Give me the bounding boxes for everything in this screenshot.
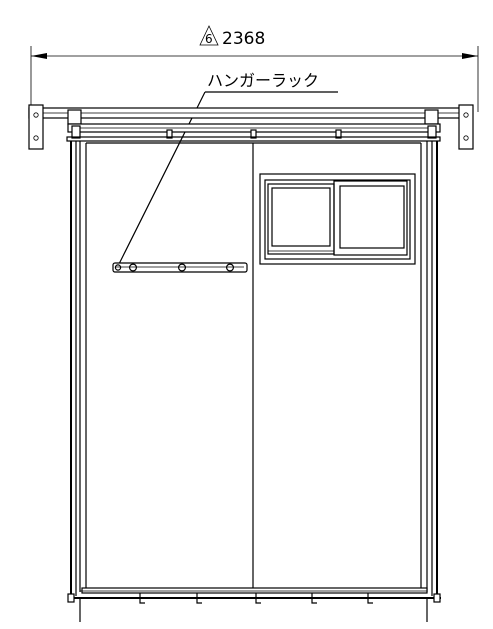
window-outer-frame (259, 173, 416, 265)
window (259, 173, 416, 265)
bolt-icon (463, 135, 469, 141)
anchor-hook (139, 593, 145, 604)
bracket-right (458, 104, 474, 150)
anchor-hook (311, 593, 317, 604)
bolt-icon (463, 112, 469, 118)
anchor-hook (367, 593, 373, 604)
door-frame (66, 136, 441, 596)
revision-triangle-icon (199, 25, 219, 46)
bottom-rail (81, 587, 428, 594)
screw-icon (178, 263, 187, 272)
header-beam (28, 104, 474, 150)
rail-clip (166, 129, 173, 139)
bottom-sill (67, 587, 441, 622)
overall-dimension: 6 2368 (30, 25, 479, 112)
screw-icon (226, 263, 235, 272)
bracket-left (28, 104, 44, 150)
hanger-block-left (67, 109, 82, 125)
window-pane-left (267, 183, 335, 255)
rail-clip (335, 129, 342, 139)
screw-icon (114, 264, 122, 271)
hanger-rack (112, 262, 248, 273)
hanger-rack-bar (112, 262, 248, 273)
dimension-value: 2368 (222, 29, 265, 49)
dimension-arrow-right (462, 53, 478, 59)
callout-label: ハンガーラック (207, 71, 319, 90)
anchor-hook (196, 593, 202, 604)
bolt-icon (33, 135, 39, 141)
anchor-hook (255, 593, 261, 604)
callout-leader (117, 91, 206, 267)
bolt-icon (33, 112, 39, 118)
dimension-arrow-left (31, 53, 47, 59)
revision-mark: 6 (205, 32, 213, 46)
rail-clip (250, 129, 257, 139)
window-pane-right (333, 180, 408, 256)
hanger-block-right (424, 109, 439, 125)
hanger-rack-callout: ハンガーラック (117, 71, 338, 267)
screw-icon (129, 263, 138, 272)
